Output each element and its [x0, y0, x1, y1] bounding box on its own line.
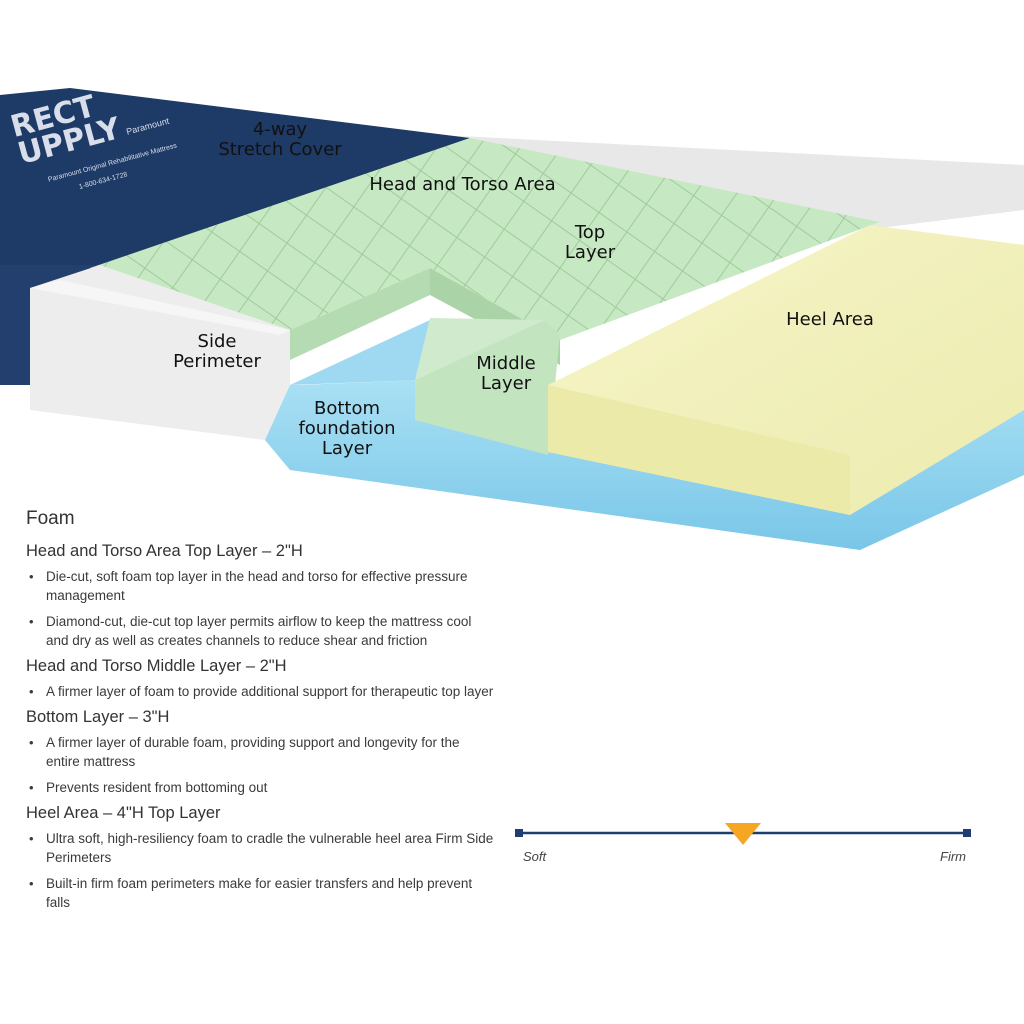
- foam-spec-section: Foam Head and Torso Area Top Layer – 2"H…: [26, 508, 496, 919]
- middle-layer-top: [415, 318, 545, 380]
- side-perimeter-top: [30, 280, 290, 335]
- stretch-cover: [0, 88, 470, 265]
- spec-bullets-middle-layer: A firmer layer of foam to provide additi…: [26, 682, 496, 701]
- callout-heel-area: Heel Area: [786, 309, 874, 330]
- far-side-perimeter: [430, 135, 1024, 228]
- spec-title: Foam: [26, 508, 75, 529]
- list-item: Built-in firm foam perimeters make for e…: [26, 874, 496, 912]
- list-item: Diamond-cut, die-cut top layer permits a…: [26, 612, 496, 650]
- callout-head-torso-area: Head and Torso Area: [369, 174, 556, 195]
- firmness-level-marker: [725, 823, 761, 845]
- scale-end-marker-soft: [515, 829, 523, 837]
- list-item: A firmer layer of durable foam, providin…: [26, 733, 496, 771]
- spec-heading-heel-area: Heel Area – 4"H Top Layer: [26, 804, 221, 822]
- scale-label-firm: Firm: [940, 849, 966, 864]
- side-perimeter-foam: [30, 265, 290, 440]
- scale-label-soft: Soft: [523, 849, 547, 864]
- top-layer-foam: [90, 138, 880, 385]
- spec-heading-bottom-layer: Bottom Layer – 3"H: [26, 708, 170, 726]
- callout-stretch-cover: 4-way Stretch Cover: [218, 119, 342, 160]
- scale-end-marker-firm: [963, 829, 971, 837]
- stretch-cover-side: [0, 265, 100, 385]
- mattress-cutaway-illustration: [0, 88, 1024, 550]
- list-item: Prevents resident from bottoming out: [26, 778, 496, 797]
- spec-heading-top-layer: Head and Torso Area Top Layer – 2"H: [26, 542, 303, 560]
- callout-middle-layer: Middle Layer: [476, 353, 536, 394]
- spec-heading-middle-layer: Head and Torso Middle Layer – 2"H: [26, 657, 287, 675]
- middle-layer-foam: [415, 320, 560, 455]
- spec-bullets-top-layer: Die-cut, soft foam top layer in the head…: [26, 567, 496, 650]
- callout-top-layer: Top Layer: [564, 222, 616, 263]
- heel-area-front-face: [548, 385, 850, 515]
- list-item: Ultra soft, high-resiliency foam to crad…: [26, 829, 496, 867]
- list-item: A firmer layer of foam to provide additi…: [26, 682, 496, 701]
- callout-bottom-foundation-layer: Bottom foundation Layer: [298, 398, 396, 459]
- top-layer-cut-face: [290, 268, 430, 360]
- spec-bullets-bottom-layer: A firmer layer of durable foam, providin…: [26, 733, 496, 797]
- firmness-scale: Soft Firm: [510, 815, 980, 875]
- list-item: Die-cut, soft foam top layer in the head…: [26, 567, 496, 605]
- spec-bullets-heel-area: Ultra soft, high-resiliency foam to crad…: [26, 829, 496, 912]
- callout-side-perimeter: Side Perimeter: [173, 331, 261, 372]
- firmness-scale-graphic: [515, 823, 971, 845]
